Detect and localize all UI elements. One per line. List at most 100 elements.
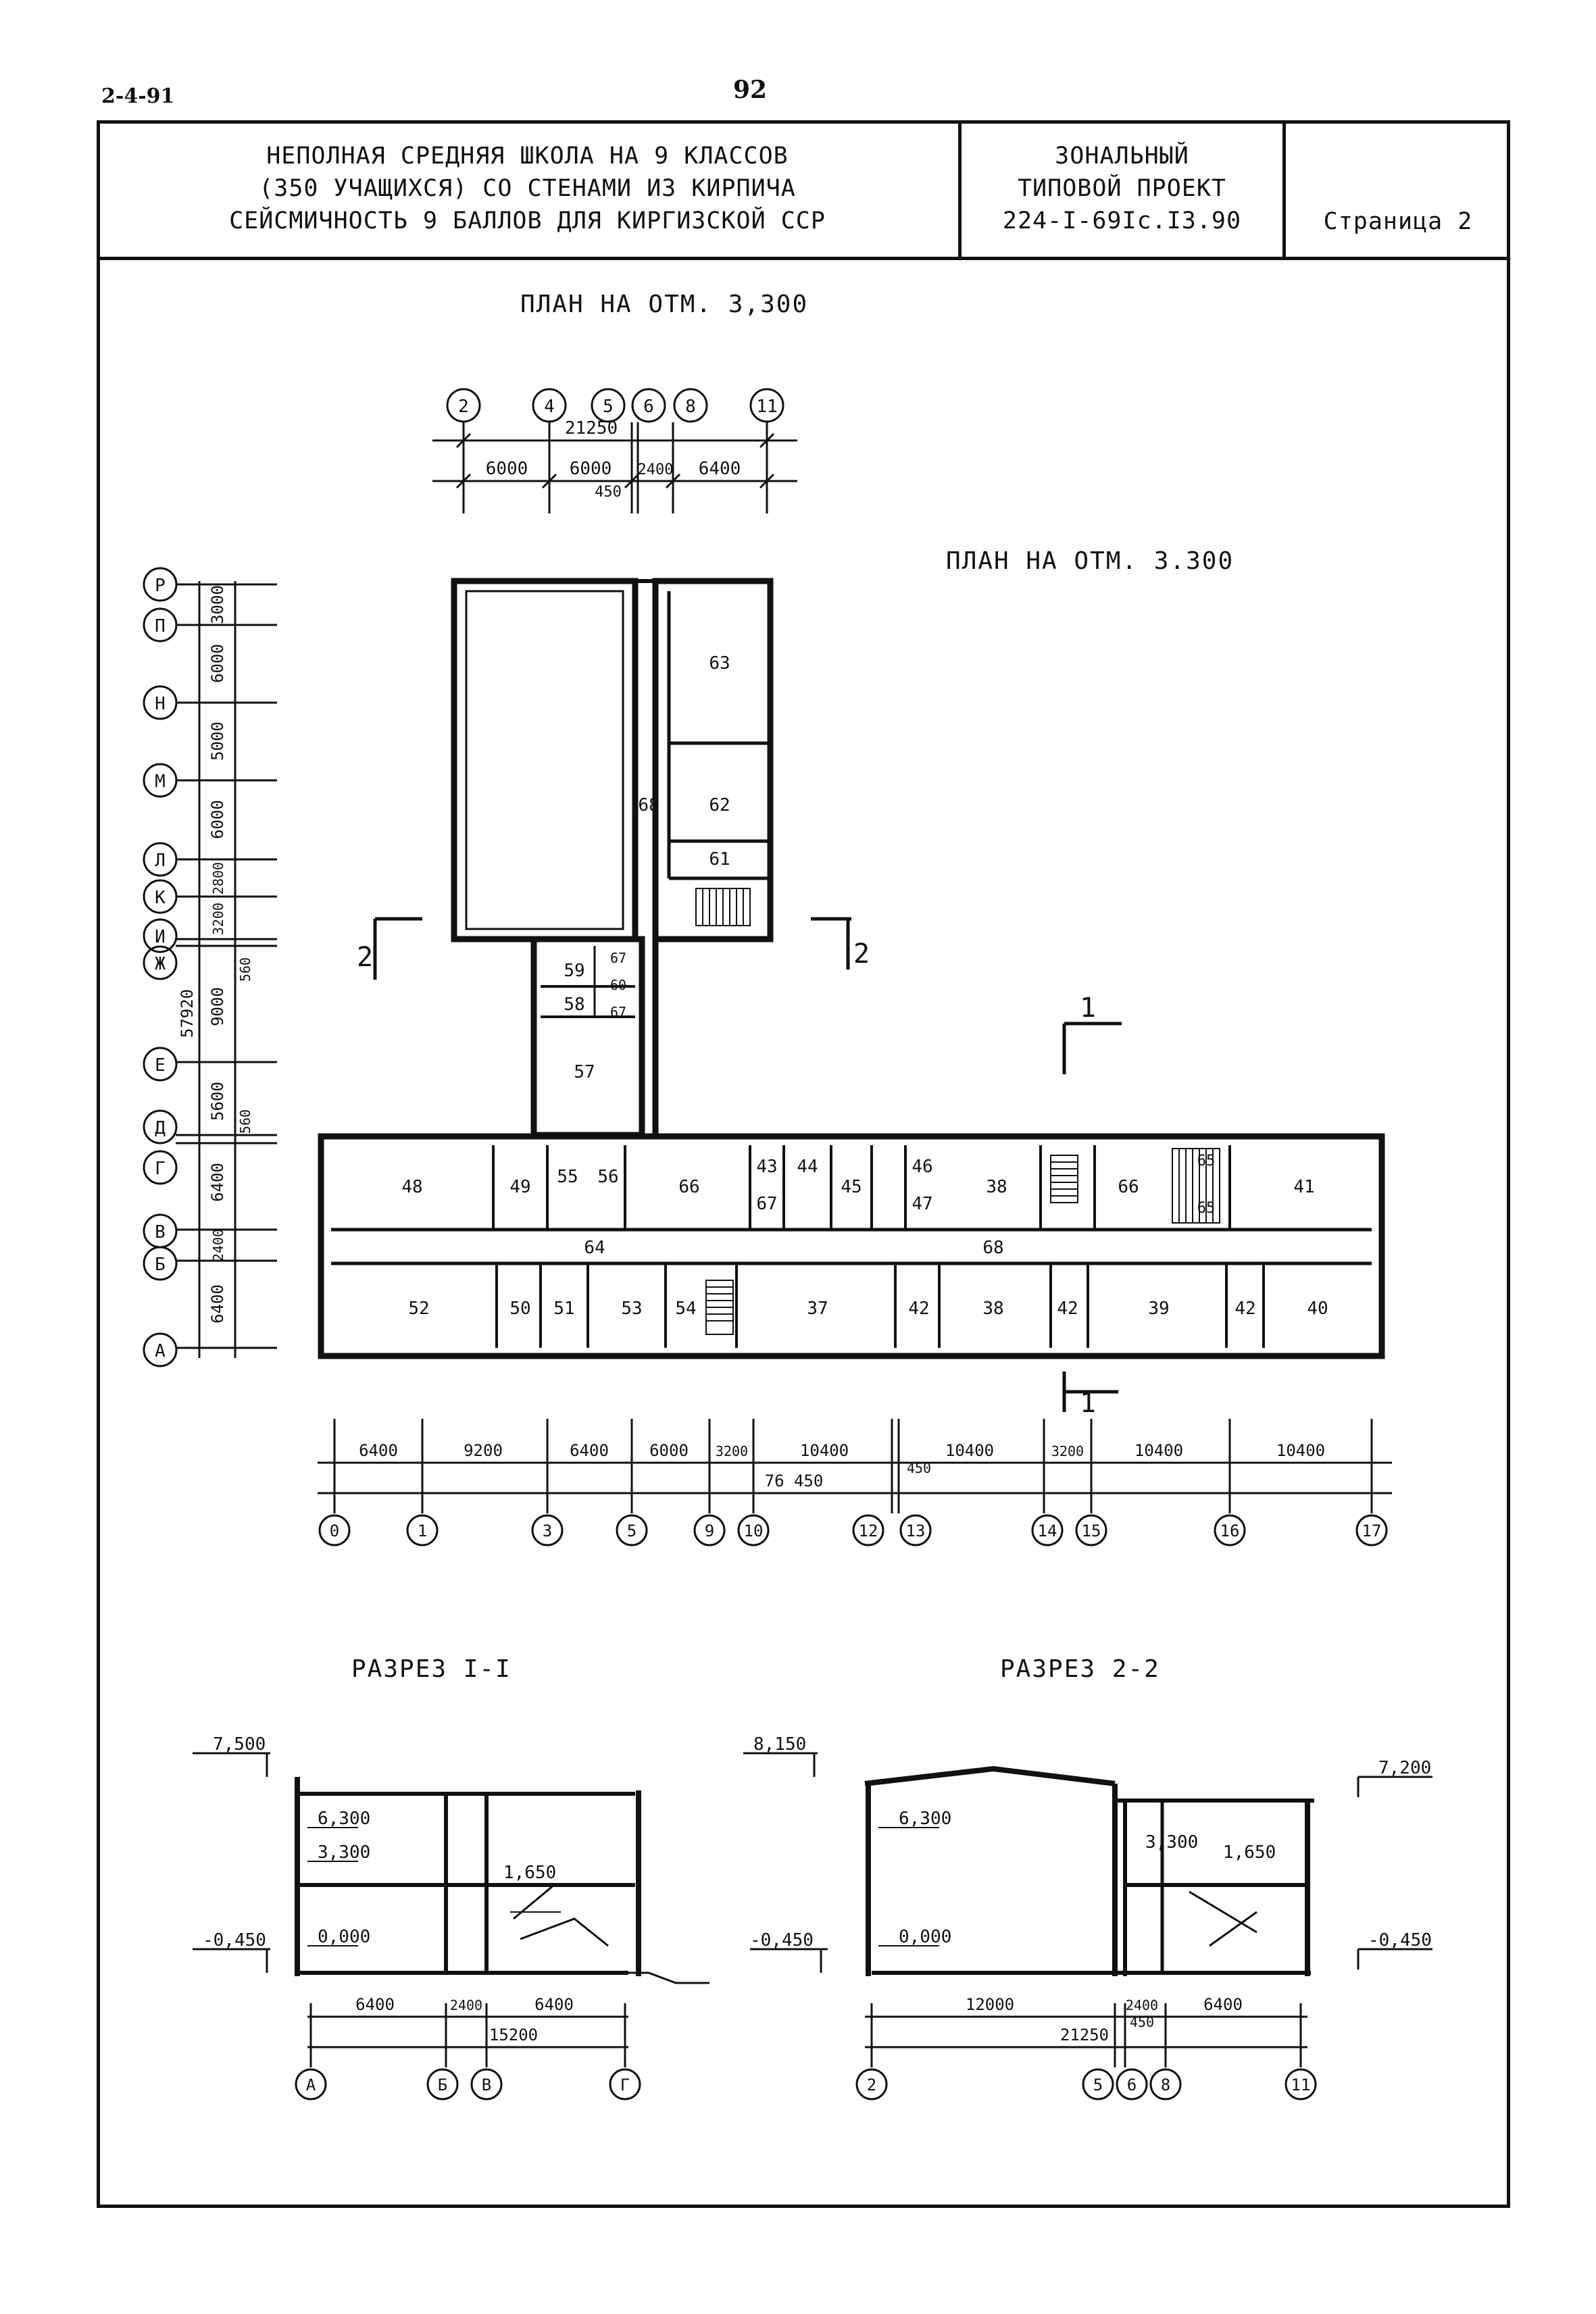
bottom-axis-5: 5	[627, 1521, 637, 1540]
room-47: 47	[912, 1194, 932, 1214]
room-68-north: 68	[638, 795, 659, 815]
room-63: 63	[709, 653, 730, 674]
left-dim-5: 2800	[210, 862, 226, 895]
room-62: 62	[709, 795, 730, 815]
left-dim-10: 2400	[210, 1229, 226, 1261]
page-number: 92	[733, 76, 768, 104]
section-2-level-minus-0450-left: -0,450	[750, 1930, 814, 1951]
room-60: 60	[610, 977, 626, 993]
section-2-level-8150: 8,150	[753, 1734, 806, 1755]
left-axis-d: Д	[155, 1118, 166, 1138]
room-57: 57	[574, 1062, 595, 1082]
section-1-axis-a: А	[306, 2076, 316, 2094]
top-axis-6: 6	[643, 397, 654, 417]
left-dim-11: 6400	[208, 1284, 227, 1324]
bottom-dim-5: 3200	[716, 1443, 748, 1459]
section-2-total: 21250	[1060, 2026, 1109, 2044]
section-2-level-3300: 3,300	[1145, 1832, 1198, 1853]
room-38-a: 38	[986, 1177, 1007, 1197]
top-dim-3: 2400	[638, 461, 674, 478]
room-41: 41	[1293, 1177, 1314, 1197]
left-axis-m: М	[155, 772, 166, 792]
bottom-dimension-chain	[318, 1419, 1392, 1546]
left-axis-k: К	[155, 888, 166, 908]
left-axis-e: Е	[155, 1055, 166, 1076]
section-mark-1-bottom: 1	[1080, 1388, 1096, 1419]
drawing-sheet-frame	[97, 120, 1510, 2208]
section-2-drawing	[743, 1752, 1432, 2101]
plan-title-right: ПЛАН НА ОТМ. 3.300	[946, 547, 1235, 575]
project-cell: ЗОНАЛЬНЫЙ ТИПОВОЙ ПРОЕКТ 224-I-69Iс.I3.9…	[962, 120, 1286, 257]
section-1-total: 15200	[489, 2026, 538, 2044]
room-59: 59	[564, 961, 584, 981]
room-44: 44	[797, 1157, 818, 1177]
project-line-1: ЗОНАЛЬНЫЙ	[1055, 143, 1189, 170]
left-axis-r: Р	[155, 576, 166, 596]
room-50: 50	[509, 1299, 530, 1319]
section-2-axis-8: 8	[1161, 2076, 1170, 2094]
room-54: 54	[675, 1299, 696, 1319]
room-66-a: 66	[678, 1177, 699, 1197]
left-axis-v: В	[155, 1222, 166, 1242]
room-48: 48	[401, 1177, 422, 1197]
title-line-3: СЕЙСМИЧНОСТЬ 9 БАЛЛОВ ДЛЯ КИРГИЗСКОЙ ССР	[229, 207, 826, 234]
left-small-dim-1: 560	[237, 957, 253, 982]
bottom-dim-1: 6400	[359, 1441, 398, 1460]
bottom-dim-8: 3200	[1051, 1443, 1084, 1459]
project-line-3: 224-I-69Iс.I3.90	[1002, 207, 1242, 234]
section-1-dim-2: 2400	[450, 1997, 482, 2013]
top-axis-11: 11	[756, 397, 777, 417]
top-dimension-chain	[432, 388, 797, 513]
room-42-b: 42	[1057, 1299, 1078, 1319]
room-67-c: 67	[756, 1194, 777, 1214]
room-65-b: 65	[1197, 1200, 1216, 1217]
section-1-drawing	[193, 1752, 709, 2101]
room-49: 49	[509, 1177, 530, 1197]
room-58: 58	[564, 995, 584, 1015]
floor-plan	[318, 578, 1385, 1412]
section-1-axis-b: Б	[438, 2076, 447, 2094]
left-axis-i: И	[155, 927, 166, 947]
section-2-level-1650: 1,650	[1223, 1842, 1276, 1863]
title-cell: НЕПОЛНАЯ СРЕДНЯЯ ШКОЛА НА 9 КЛАССОВ (350…	[97, 120, 962, 257]
bottom-dim-4: 6000	[649, 1441, 689, 1460]
section-2-dim-2: 2400	[1126, 1997, 1158, 2013]
room-42-c: 42	[1235, 1299, 1255, 1319]
page-cell: Страница 2	[1286, 120, 1510, 257]
section-1-dim-3: 6400	[534, 1995, 574, 2014]
top-dim-4: 6400	[699, 459, 741, 479]
left-axis-zh: Ж	[155, 954, 166, 974]
left-dim-7: 9000	[208, 987, 227, 1026]
title-line-2: (350 УЧАЩИХСЯ) СО СТЕНАМИ ИЗ КИРПИЧА	[259, 175, 796, 202]
section-1-level-3300: 3,300	[318, 1842, 370, 1863]
room-51: 51	[553, 1299, 574, 1319]
top-dim-2: 6000	[570, 459, 612, 479]
room-67-a: 67	[610, 950, 626, 966]
page-label: Страница 2	[1323, 208, 1473, 235]
top-offset-dim: 450	[595, 484, 622, 501]
room-53: 53	[621, 1299, 642, 1319]
bottom-axis-1: 1	[418, 1521, 427, 1540]
section-2-level-6300: 6,300	[899, 1809, 951, 1829]
room-38-b: 38	[982, 1299, 1003, 1319]
bottom-dim-7: 10400	[945, 1441, 994, 1460]
left-axis-l: Л	[155, 851, 166, 871]
left-dim-4: 6000	[208, 800, 227, 839]
left-dim-8: 5600	[208, 1082, 227, 1121]
section-1-level-0000: 0,000	[318, 1927, 370, 1947]
left-axis-g: Г	[155, 1159, 166, 1179]
section-1-level-1650: 1,650	[503, 1863, 556, 1883]
section-2-dim-1: 12000	[966, 1995, 1014, 2014]
bottom-offset-dim: 450	[907, 1460, 931, 1476]
section-2-axis-11: 11	[1291, 2076, 1311, 2094]
left-axis-b: Б	[155, 1255, 166, 1275]
top-axis-2: 2	[458, 397, 469, 417]
plan-title-top: ПЛАН НА ОТМ. 3,300	[520, 291, 809, 318]
room-43: 43	[756, 1157, 777, 1177]
room-61: 61	[709, 849, 730, 870]
section-1-dim-1: 6400	[355, 1995, 395, 2014]
bottom-axis-12: 12	[859, 1521, 878, 1540]
left-dim-1: 3000	[208, 585, 227, 624]
left-total-dim: 57920	[178, 989, 197, 1038]
